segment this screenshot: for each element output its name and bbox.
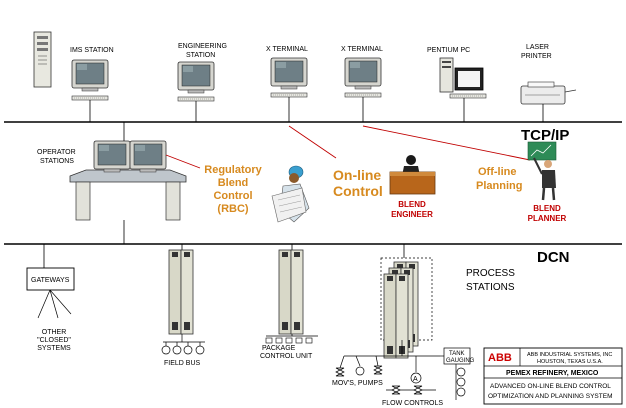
pentium-keyboard xyxy=(449,93,487,99)
laser-printer xyxy=(520,81,577,105)
gateways-label: GATEWAYS xyxy=(31,277,70,284)
blend-planner-label-2: PLANNER xyxy=(528,214,567,223)
xterminal-2-monitor xyxy=(344,57,382,90)
other-systems-label-1: OTHER xyxy=(42,329,67,336)
description-line-1: ADVANCED ON-LINE BLEND CONTROL xyxy=(490,383,611,390)
company-name-line-2: HOUSTON, TEXAS U.S.A. xyxy=(537,359,603,365)
fieldbus-devices xyxy=(161,342,205,355)
project-name: PEMEX REFINERY, MEXICO xyxy=(506,370,599,377)
process-stations-label-2: STATIONS xyxy=(466,282,515,293)
blend-engineer-label-2: ENGINEER xyxy=(391,210,433,219)
package-control-devices xyxy=(265,337,313,344)
engineering-monitor xyxy=(177,61,215,94)
operator-stations-label-1: OPERATOR xyxy=(37,149,76,156)
blend-planner-figure xyxy=(527,141,557,201)
blend-engineer-label-1: BLEND xyxy=(398,200,426,209)
rbc-text-2: Blend xyxy=(218,177,249,189)
package-control-label-1: PACKAGE xyxy=(262,345,296,352)
flow-control-symbols: A xyxy=(386,356,436,395)
package-control-cabinet xyxy=(278,249,304,335)
flow-controls-label: FLOW CONTROLS xyxy=(382,400,443,407)
dcn-label: DCN xyxy=(537,249,570,266)
process-stations-dashed-box xyxy=(380,257,433,341)
pentium-pc-tower xyxy=(439,57,454,93)
rbc-link-line xyxy=(165,154,201,169)
operator-monitor-1 xyxy=(93,140,131,173)
title-block xyxy=(483,347,623,405)
process-station-cabinet-front xyxy=(383,273,409,359)
other-systems-label-3: SYSTEMS xyxy=(37,345,71,352)
online-control-text-2: Control xyxy=(333,183,383,199)
worker-with-blueprint-figure xyxy=(271,165,310,223)
ims-station-label: IMS STATION xyxy=(70,47,114,54)
tank-gauging-label-1: TANK xyxy=(449,351,465,357)
other-systems-label-2: "CLOSED" xyxy=(37,337,71,344)
blend-engineer-figure xyxy=(389,155,436,195)
xterminal-2-keyboard xyxy=(344,92,382,98)
fieldbus-cabinet xyxy=(168,249,194,335)
laser-label-1: LASER xyxy=(526,44,549,51)
ims-monitor xyxy=(71,59,109,92)
rbc-text-3: Control xyxy=(213,190,252,202)
tank-gauging-box xyxy=(443,347,471,365)
tank-symbols xyxy=(455,364,466,400)
offline-planning-text-1: Off-line xyxy=(478,166,517,178)
operator-monitor-2 xyxy=(129,140,167,173)
abb-logo: ABB xyxy=(488,352,512,364)
fieldbus-label: FIELD BUS xyxy=(164,360,201,367)
process-stations-label-1: PROCESS xyxy=(466,268,515,279)
package-control-label-2: CONTROL UNIT xyxy=(260,353,313,360)
xterminal-2-label: X TERMINAL xyxy=(341,46,383,53)
operator-stations-label-2: STATIONS xyxy=(40,158,74,165)
xterminal-1-label: X TERMINAL xyxy=(266,46,308,53)
tank-gauging-label-2: GAUGING xyxy=(446,358,475,364)
xterminal-1-keyboard xyxy=(270,92,308,98)
xterminal-1-monitor xyxy=(270,57,308,90)
engineering-keyboard xyxy=(177,96,215,102)
movs-pumps-label: MOV'S, PUMPS xyxy=(332,380,383,387)
rbc-text-4: (RBC) xyxy=(217,203,248,215)
offline-planning-text-2: Planning xyxy=(476,180,522,192)
engineering-label-1: ENGINEERING xyxy=(178,43,227,50)
online-control-link-line xyxy=(288,125,337,159)
ims-keyboard xyxy=(71,95,109,101)
pentium-pc-monitor xyxy=(454,67,484,91)
blend-planner-label-1: BLEND xyxy=(533,204,561,213)
company-name-line-1: ABB INDUSTRIAL SYSTEMS, INC xyxy=(527,352,612,358)
gateways-box xyxy=(26,267,75,291)
pentium-label: PENTIUM PC xyxy=(427,47,470,54)
operator-console xyxy=(69,169,187,221)
tcpip-label: TCP/IP xyxy=(521,127,569,144)
offline-planning-link-line xyxy=(362,125,531,161)
laser-label-2: PRINTER xyxy=(521,53,552,60)
description-line-2: OPTIMIZATION AND PLANNING SYSTEM xyxy=(488,393,612,400)
engineering-label-2: STATION xyxy=(186,52,215,59)
mov-pump-symbols xyxy=(335,355,383,377)
analyzer-symbol-label: A xyxy=(413,376,418,383)
online-control-text-1: On-line xyxy=(333,167,381,183)
ims-server-tower xyxy=(33,31,52,88)
rbc-text-1: Regulatory xyxy=(204,164,262,176)
